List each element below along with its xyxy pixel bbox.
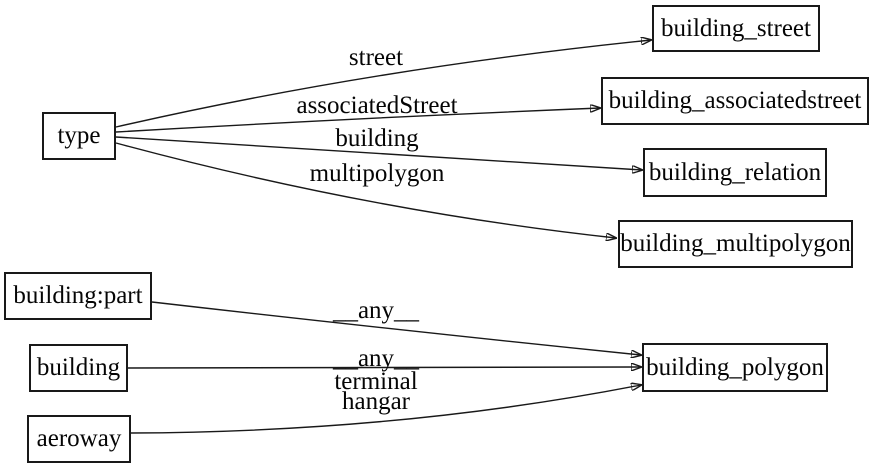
edge-type-to-building-multipolygon — [115, 142, 616, 238]
node-building: building — [29, 344, 128, 392]
edge-building-to-building-polygon — [127, 367, 641, 368]
node-building-relation: building_relation — [643, 148, 827, 197]
edge-label-type-to-building-relation: building — [335, 125, 419, 152]
edge-building-part-to-building-polygon — [151, 301, 641, 355]
edge-type-to-building-street — [115, 40, 651, 128]
edge-label-aeroway-to-building-polygon: terminal hangar — [334, 368, 418, 415]
edge-type-to-building-relation — [115, 136, 642, 170]
edge-label-type-to-building-associatedstreet: associatedStreet — [296, 92, 458, 119]
node-building-polygon: building_polygon — [642, 343, 828, 392]
node-building-street: building_street — [652, 5, 820, 52]
edge-type-to-building-associatedstreet — [115, 108, 600, 133]
edge-label-type-to-building-multipolygon: multipolygon — [309, 160, 445, 187]
node-aeroway: aeroway — [27, 415, 131, 463]
edge-label-type-to-building-street: street — [348, 44, 404, 71]
edge-label-building-to-building-polygon: __any__ — [332, 345, 420, 372]
node-building-multipolygon: building_multipolygon — [618, 220, 853, 268]
node-building-associatedstreet: building_associatedstreet — [601, 77, 869, 125]
edge-aeroway-to-building-polygon — [130, 385, 641, 434]
node-type: type — [42, 112, 116, 160]
edge-label-building-part-to-building-polygon: __any__ — [332, 297, 420, 324]
edge-paths — [115, 40, 651, 434]
node-building-part: building:part — [4, 272, 152, 320]
